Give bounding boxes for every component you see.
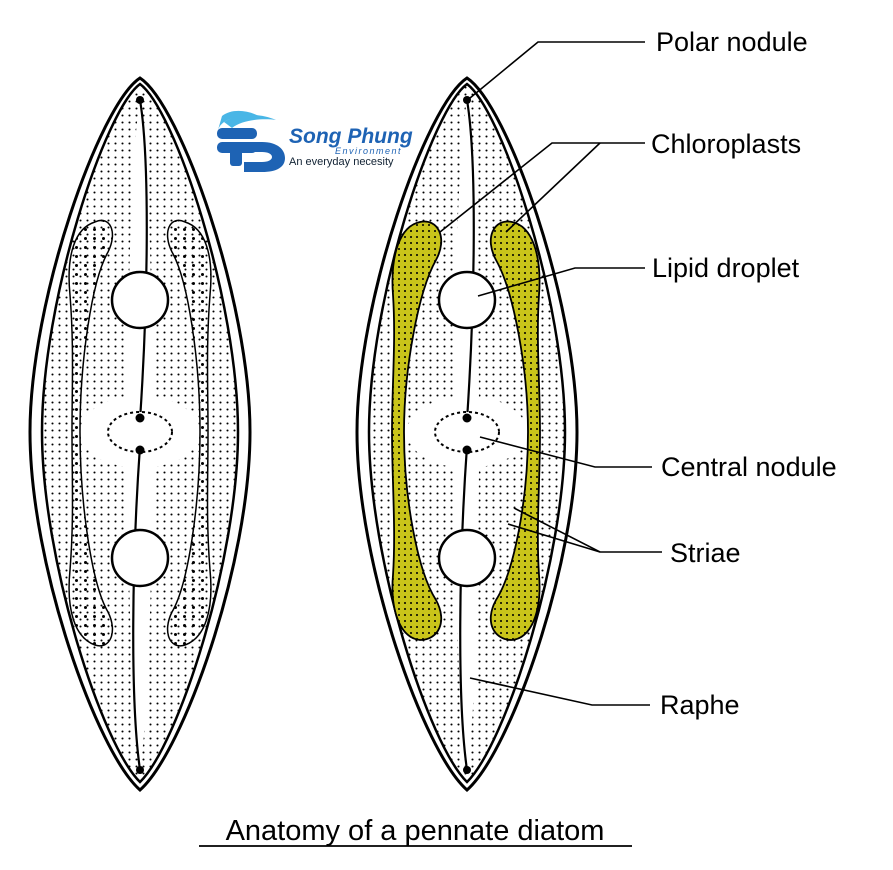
leader-polar-nodule [469, 41, 645, 99]
right-raphe [459, 99, 475, 771]
logo-mark-icon [217, 110, 285, 172]
right-diatom [355, 76, 579, 793]
left-central-nodule [107, 411, 173, 453]
leader-raphe [469, 677, 650, 706]
label-raphe: Raphe [660, 690, 740, 720]
left-lipid-droplet-top [110, 270, 170, 330]
right-lipid-droplet-bottom [437, 528, 497, 588]
leader-chloroplasts-1 [439, 142, 645, 233]
logo-tagline: An everyday necesity [289, 156, 394, 168]
label-chloroplasts: Chloroplasts [651, 129, 801, 159]
leader-central-nodule [479, 436, 652, 468]
label-lipid-droplet: Lipid droplet [652, 253, 800, 283]
left-raphe [132, 99, 148, 771]
left-diatom [28, 76, 252, 793]
chloroplast-right [489, 220, 541, 641]
label-central-nodule: Central nodule [661, 452, 837, 482]
left-lipid-droplet-bottom [110, 528, 170, 588]
leader-striae-2 [507, 523, 601, 553]
chloroplast-left [391, 220, 443, 641]
right-lipid-droplet-top [437, 270, 497, 330]
logo-sub: Environment [335, 146, 402, 156]
label-polar-nodule: Polar nodule [656, 27, 808, 57]
song-phung-logo: Song Phung Environment An everyday neces… [217, 110, 413, 172]
right-central-nodule [434, 411, 500, 453]
leader-lipid-droplet [477, 267, 645, 297]
leader-lines [439, 41, 662, 706]
leader-chloroplasts-2 [505, 142, 601, 233]
logo-name: Song Phung [289, 125, 413, 148]
label-striae: Striae [670, 538, 741, 568]
diagram-title: Anatomy of a pennate diatom [226, 815, 605, 847]
